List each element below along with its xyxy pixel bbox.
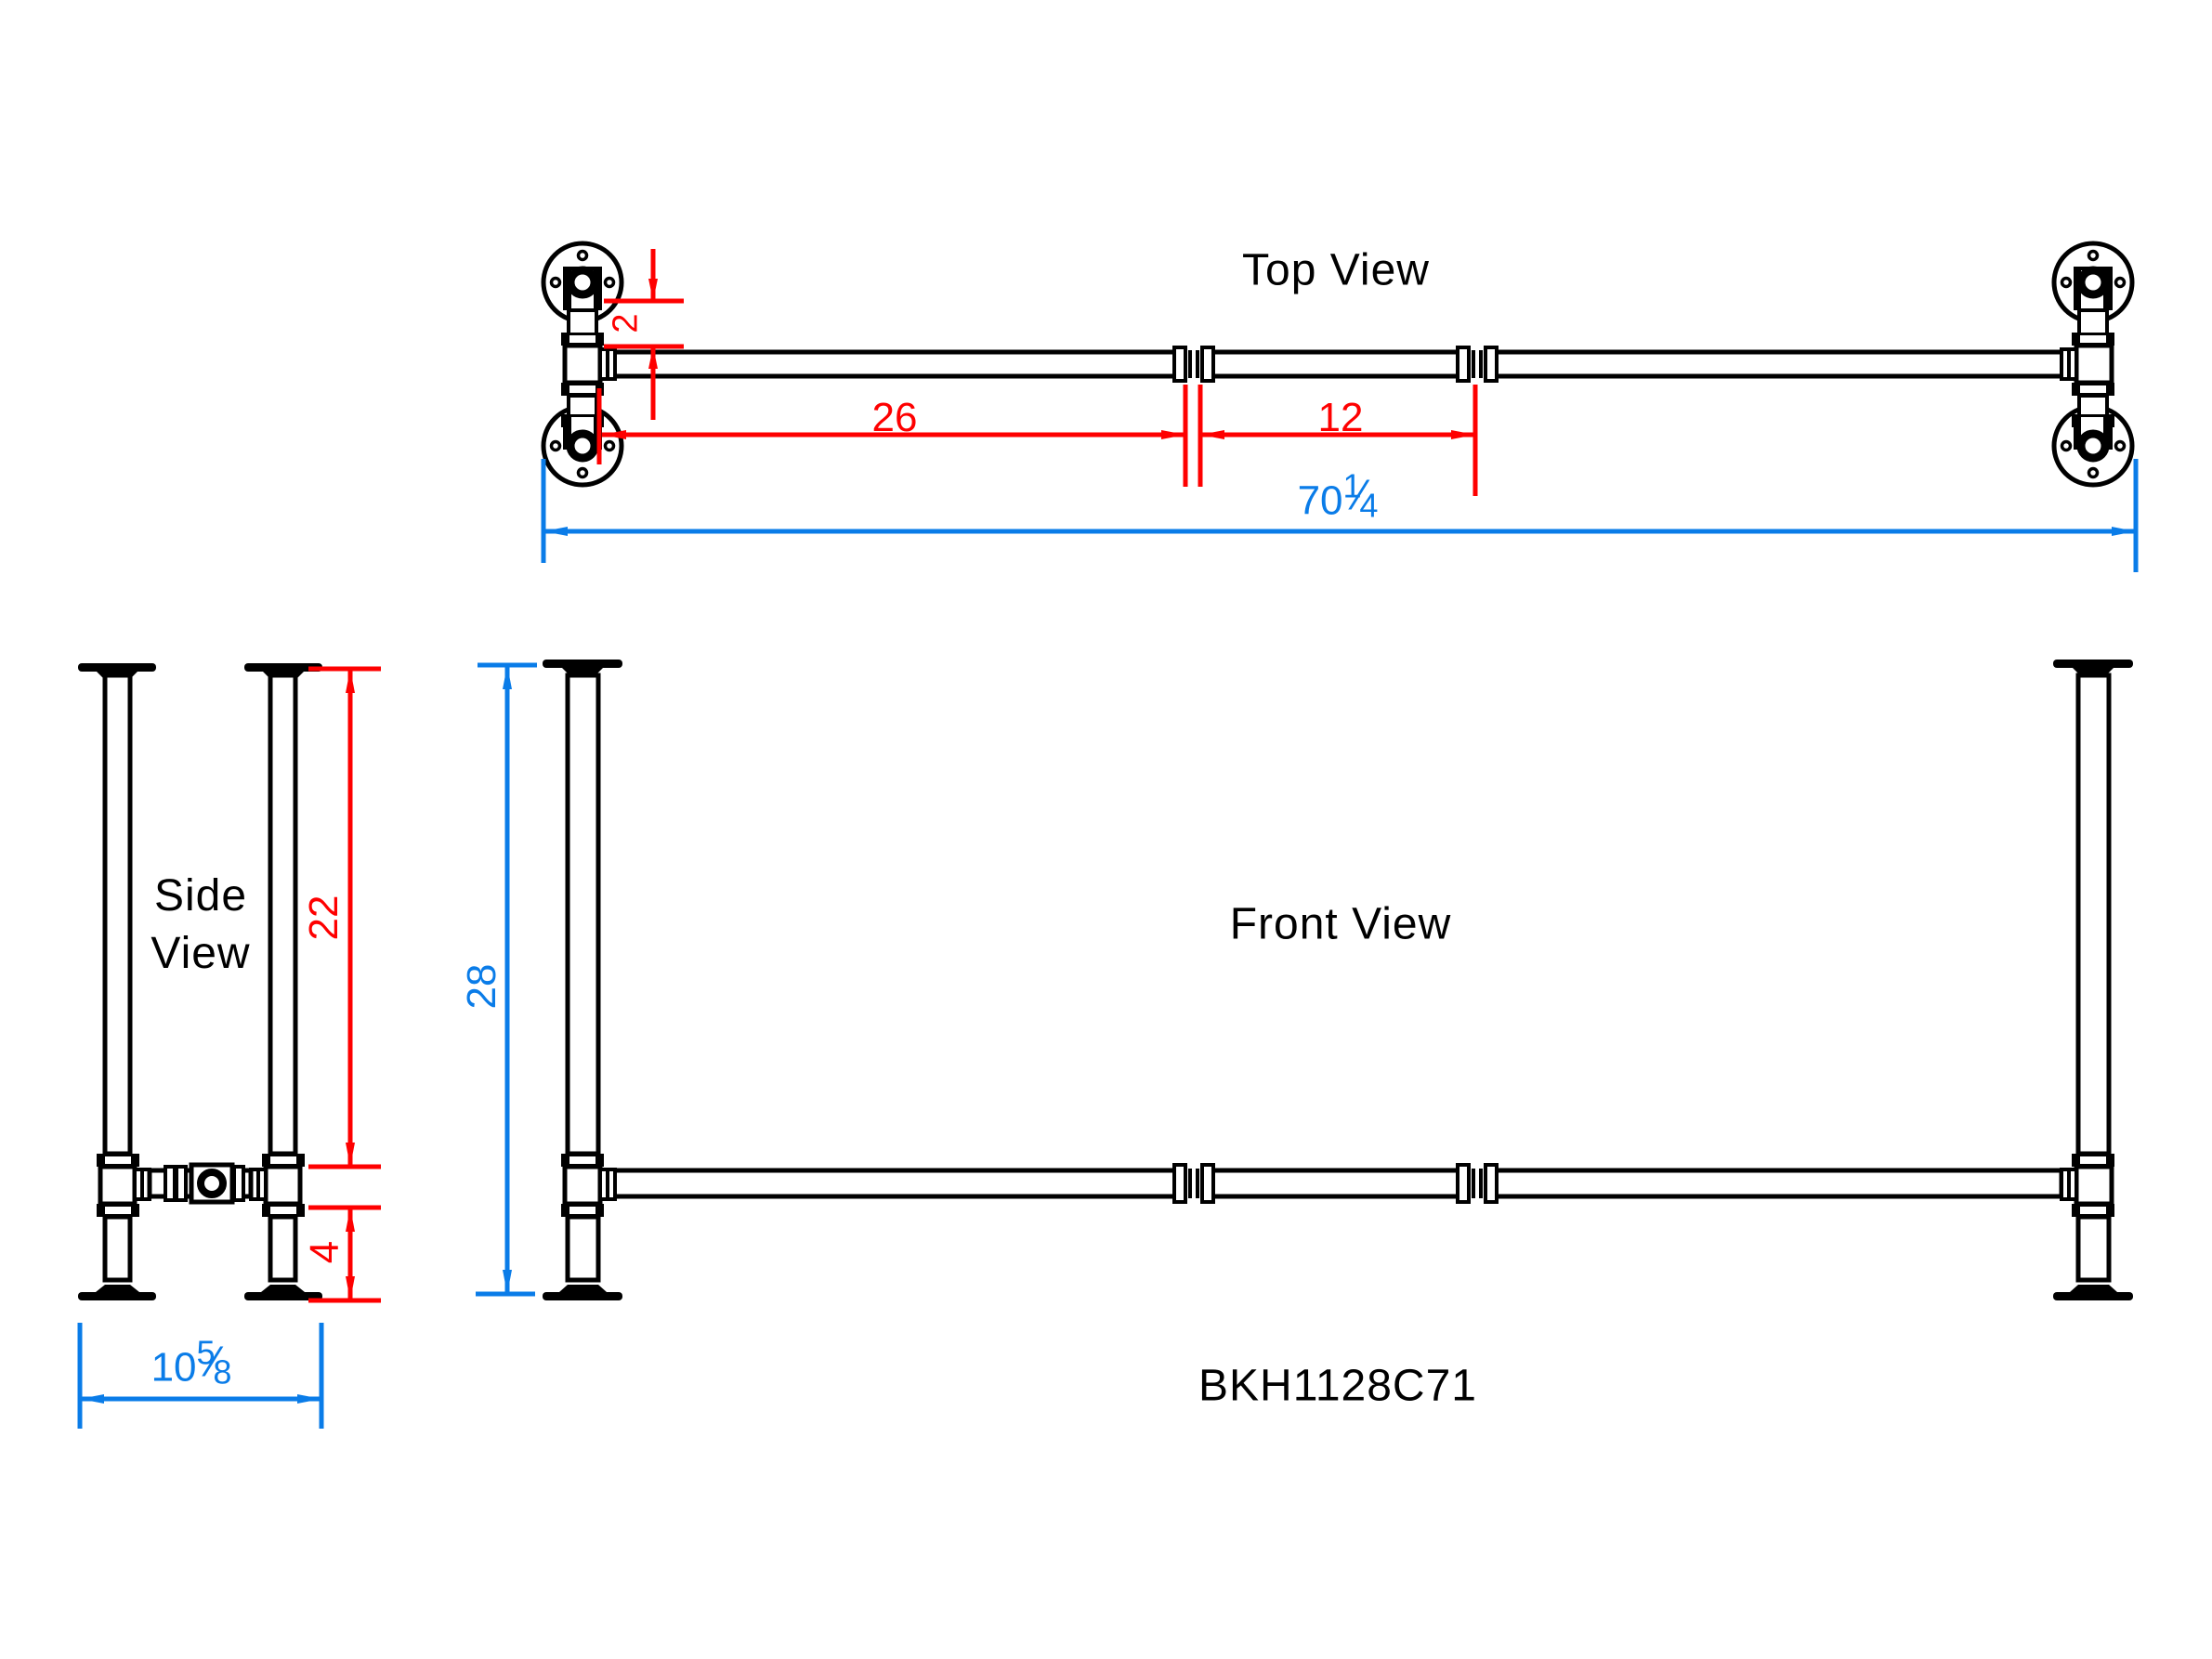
dim-overall-length-numerator: 1 (1342, 466, 1362, 505)
side-view-label: Side View (151, 868, 250, 983)
dim-overall-depth-numerator: 5 (196, 1333, 216, 1372)
front-view-label: Front View (1229, 899, 1452, 949)
front-view-coupling-right (1456, 1163, 1499, 1204)
front-view-left-leg (543, 660, 622, 1300)
top-view-coupling-left (1172, 346, 1215, 383)
front-view-coupling-left (1172, 1163, 1215, 1204)
top-view-label: Top View (1242, 245, 1430, 295)
side-view-label-line1: Side (153, 871, 248, 921)
dim-overall-length-whole: 70 (1297, 477, 1343, 524)
top-view-right-leg-assembly (2051, 241, 2135, 488)
top-view-coupling-right (1456, 346, 1499, 383)
dim-leg-offset: 2 (606, 313, 646, 333)
side-view-drawing (77, 662, 537, 1429)
dim-overall-height: 28 (459, 963, 504, 1010)
side-view-dimensions-red (308, 666, 381, 1303)
dim-upper-leg-height: 22 (301, 895, 347, 941)
dim-overall-depth-denominator: 8 (213, 1352, 232, 1391)
front-view-right-leg (2053, 660, 2133, 1300)
dim-overall-depth-whole: 10 (151, 1344, 197, 1391)
dim-overall-depth: 105⁄8 (151, 1333, 232, 1391)
side-view-brace (147, 1162, 254, 1205)
dim-brace-height: 4 (302, 1240, 347, 1264)
top-view-dimension-blue (541, 459, 2139, 572)
dim-left-rail-segment: 26 (871, 395, 918, 440)
top-view-drawing (541, 241, 2139, 572)
top-view-dimensions-red (596, 249, 1478, 496)
side-view-label-line2: View (151, 929, 251, 978)
front-view-drawing (543, 660, 2133, 1300)
dim-overall-length: 701⁄4 (1297, 466, 1379, 525)
top-view-left-leg-assembly (541, 241, 624, 488)
dim-right-rail-segment: 12 (1317, 395, 1364, 440)
dim-overall-length-denominator: 4 (1359, 486, 1379, 525)
model-number: BKH1128C71 (1198, 1361, 1477, 1411)
side-view-dimensions-blue (77, 662, 537, 1429)
